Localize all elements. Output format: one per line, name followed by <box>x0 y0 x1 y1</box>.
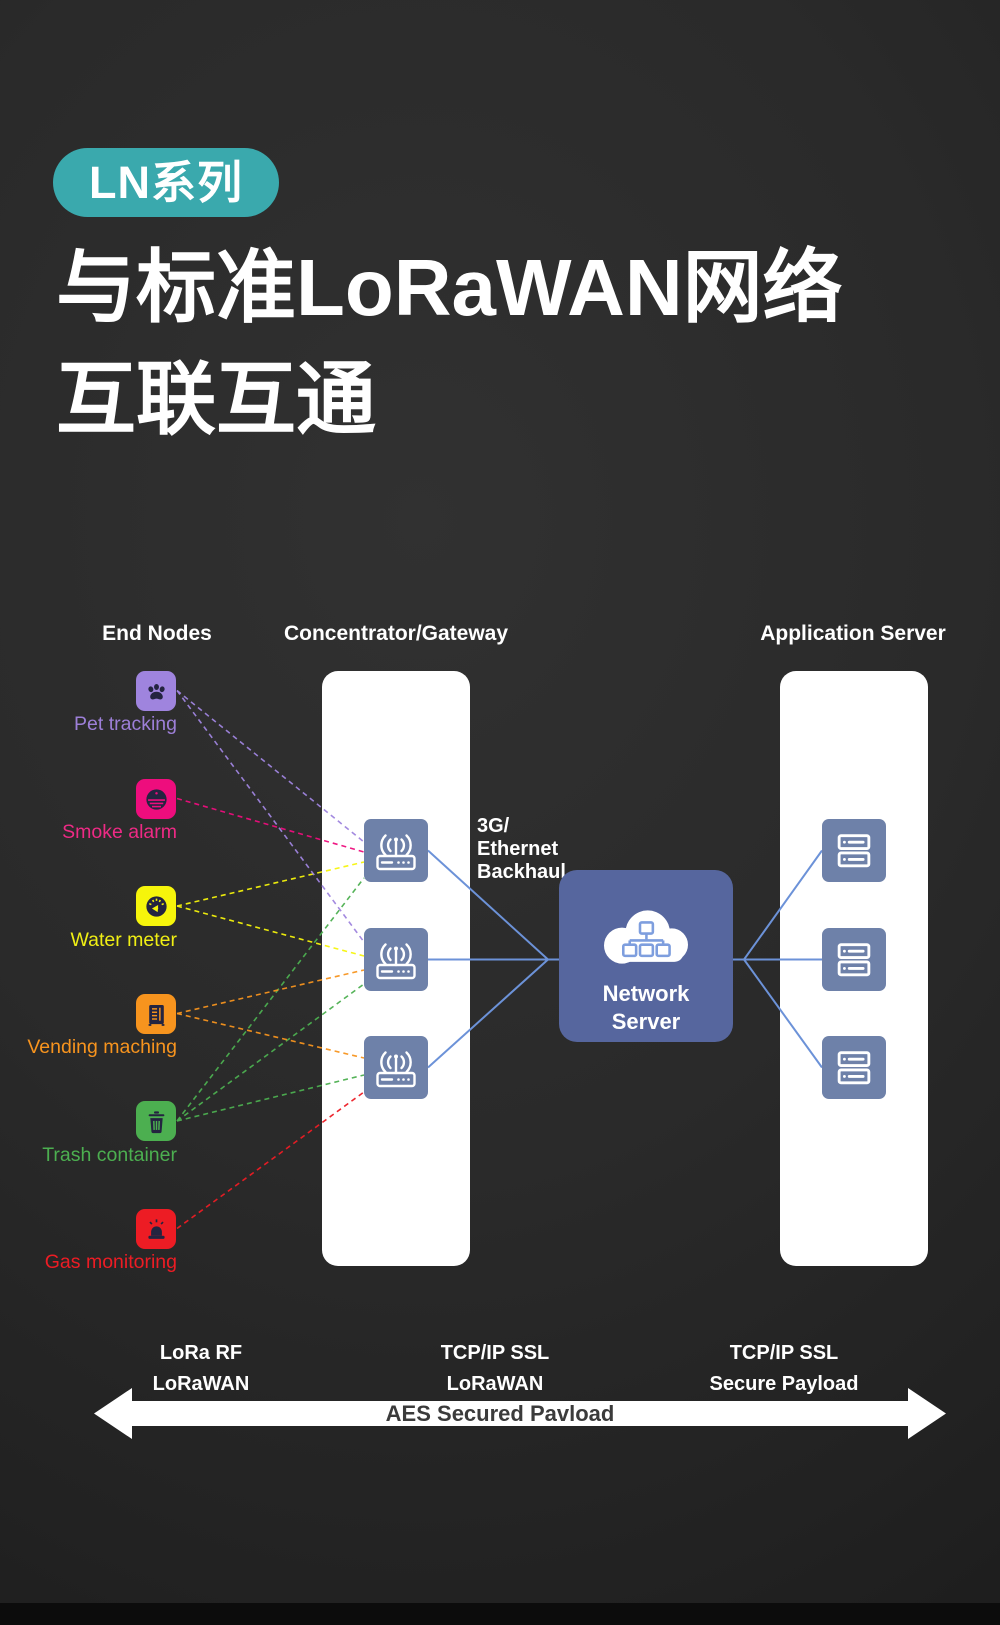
server-icon <box>837 942 871 976</box>
vending-machine-label: Vending maching <box>27 1036 177 1058</box>
trash-icon <box>148 1110 164 1133</box>
gas-monitoring-node <box>136 1209 176 1249</box>
pet-tracking-label: Pet tracking <box>74 713 177 735</box>
protocol-label-tcpip-secure: TCP/IP SSL Secure Payload <box>634 1338 934 1400</box>
network-server-line2: Server <box>611 1009 681 1034</box>
gateway-1 <box>364 819 428 882</box>
title-line2: 互联互通 <box>56 355 376 444</box>
app-server-2 <box>822 928 886 991</box>
gas-monitoring-label: Gas monitoring <box>44 1251 177 1273</box>
router-icon <box>376 1050 416 1087</box>
siren-icon <box>147 1218 165 1239</box>
vending-machine-icon <box>148 1004 164 1026</box>
tcpip-right-line1: TCP/IP SSL <box>729 1342 839 1364</box>
router-icon <box>376 833 416 870</box>
tcpip-mid-line2: LoRaWAN <box>446 1373 544 1395</box>
smoke-detector-icon <box>145 788 167 810</box>
smoke-alarm-node <box>136 779 176 819</box>
protocol-label-lora: LoRa RF LoRaWAN <box>51 1338 351 1400</box>
aes-arrow-label: AES Secured Pavload <box>386 1401 615 1426</box>
water-meter-node <box>136 886 176 926</box>
cloud-network-icon <box>604 910 688 964</box>
smoke-alarm-label: Smoke alarm <box>62 821 177 843</box>
pet-tracking-node <box>136 671 176 711</box>
network-server-line1: Network <box>602 981 690 1006</box>
lora-line2: LoRaWAN <box>152 1373 250 1395</box>
tcpip-mid-line1: TCP/IP SSL <box>440 1342 550 1364</box>
heading-end-nodes: End Nodes <box>102 622 212 645</box>
protocol-label-tcpip-lorawan: TCP/IP SSL LoRaWAN <box>345 1338 645 1400</box>
water-meter-label: Water meter <box>70 929 177 951</box>
network-server: Network Server <box>559 870 733 1042</box>
server-icon <box>837 833 871 867</box>
router-icon <box>376 942 416 979</box>
gateway-3 <box>364 1036 428 1099</box>
bottom-edge <box>0 1603 1000 1625</box>
tcpip-right-line2: Secure Payload <box>709 1373 859 1395</box>
lora-line1: LoRa RF <box>159 1342 243 1364</box>
series-badge: LN系列 <box>53 148 279 217</box>
heading-application-server: Application Server <box>760 622 946 645</box>
backhaul-line3: Backhaul <box>477 861 566 883</box>
title-line1: 与标准LoRaWAN网络 <box>56 243 843 332</box>
heading-concentrator-gateway: Concentrator/Gateway <box>283 622 509 645</box>
backhaul-line2: Ethernet <box>477 838 559 860</box>
vending-machine-node <box>136 994 176 1034</box>
page-title: 与标准LoRaWAN网络 互联互通 <box>56 232 986 456</box>
gateway-2 <box>364 928 428 991</box>
backhaul-line1: 3G/ <box>477 815 510 837</box>
trash-container-label: Trash container <box>42 1144 177 1166</box>
app-server-1 <box>822 819 886 882</box>
gauge-icon <box>145 895 167 917</box>
backhaul-label: 3G/ Ethernet Backhaul <box>477 815 566 884</box>
trash-container-node <box>136 1101 176 1141</box>
app-server-3 <box>822 1036 886 1099</box>
paw-icon <box>147 683 165 699</box>
network-server-label: Network Server <box>559 980 733 1036</box>
server-icon <box>837 1050 871 1084</box>
